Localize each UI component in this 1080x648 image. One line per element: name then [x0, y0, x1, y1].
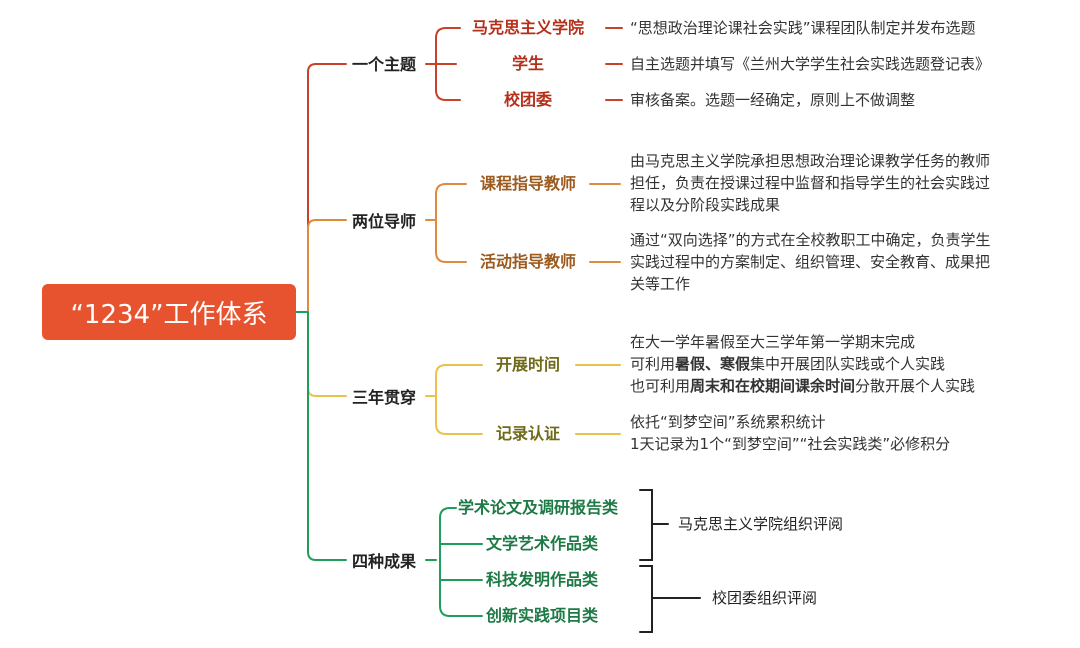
theme-item-marxism-school: 马克思主义学院 — [472, 18, 585, 37]
timing-desc-line2: 可利用暑假、寒假集中开展团队实践或个人实践 — [630, 353, 945, 375]
root-to-outcomes-line — [307, 311, 347, 561]
branch-outcomes-label: 四种成果 — [352, 552, 417, 571]
timing-desc-line3-seg0: 也可利用 — [630, 377, 691, 395]
mentors-bracket-line — [435, 183, 447, 263]
outcome-item-papers: 学术论文及调研报告类 — [458, 498, 619, 517]
three-years-bracket-line — [435, 364, 447, 435]
theme-desc-youth-league: 审核备案。选题一经确定，原则上不做调整 — [630, 91, 916, 109]
theme-item-youth-league: 校团委 — [504, 90, 553, 109]
record-desc-line2: 1天记录为1个“到梦空间”“社会实践类”必修积分 — [630, 435, 951, 453]
timing-desc-line3-seg2: 分散开展个人实践 — [855, 377, 976, 395]
timing-desc-line1: 在大一学年暑假至大三学年第一学期末完成 — [630, 331, 915, 353]
theme-desc-marxism-school: “思想政治理论课社会实践”课程团队制定并发布选题 — [630, 19, 976, 37]
root-node: “1234”工作体系 — [42, 284, 296, 340]
three-years-item-record: 记录认证 — [496, 424, 561, 443]
outcome-item-literature-art: 文学艺术作品类 — [486, 534, 599, 553]
three-years-item-timing: 开展时间 — [496, 355, 561, 374]
timing-desc-line1-seg0: 在大一学年暑假至大三学年第一学期末完成 — [630, 333, 916, 351]
timing-desc-line2-seg2: 集中开展团队实践或个人实践 — [750, 355, 946, 373]
root-to-three-years-line — [307, 311, 347, 397]
root-to-theme-line — [307, 63, 347, 313]
mentor-activity-desc-line2: 实践过程中的方案制定、组织管理、安全教育、成果把 — [630, 253, 991, 271]
branch-theme-label: 一个主题 — [352, 55, 417, 74]
outcome-item-innovation-project: 创新实践项目类 — [486, 606, 599, 625]
evaluator-bracket-top — [639, 489, 653, 561]
evaluator-youth-league: 校团委组织评阅 — [712, 589, 818, 607]
outcome-item-tech-invention: 科技发明作品类 — [486, 570, 599, 589]
record-desc-line1: 依托“到梦空间”系统累积统计 — [630, 413, 826, 431]
mentor-activity-desc-line3: 关等工作 — [630, 275, 691, 293]
theme-item-students: 学生 — [512, 54, 545, 73]
root-to-mentors-line — [307, 219, 347, 313]
evaluator-bracket-bottom — [639, 565, 653, 633]
mentor-activity-desc-line1: 通过“双向选择”的方式在全校教职工中确定，负责学生 — [630, 231, 991, 249]
timing-desc-line2-seg0: 可利用 — [630, 355, 676, 373]
mentor-course-desc-line3: 程以及分阶段实践成果 — [630, 196, 781, 214]
mentor-course-desc-line2: 担任，负责在授课过程中监督和指导学生的社会实践过 — [630, 174, 991, 192]
root-label: “1234”工作体系 — [70, 299, 268, 330]
timing-desc-line3: 也可利用周末和在校期间课余时间分散开展个人实践 — [630, 375, 975, 397]
branch-mentors-label: 两位导师 — [352, 212, 417, 231]
branch-three-years-label: 三年贯穿 — [352, 388, 417, 407]
evaluator-marxism-school: 马克思主义学院组织评阅 — [678, 515, 844, 533]
timing-desc-line3-seg1: 周末和在校期间课余时间 — [690, 377, 856, 395]
mentor-item-course: 课程指导教师 — [480, 174, 577, 193]
theme-desc-students: 自主选题并填写《兰州大学学生社会实践选题登记表》 — [630, 55, 991, 73]
mentor-course-desc-line1: 由马克思主义学院承担思想政治理论课教学任务的教师 — [630, 152, 991, 170]
timing-desc-line2-seg1: 暑假、寒假 — [675, 355, 751, 373]
outcomes-bracket-line — [439, 507, 451, 617]
mentor-item-activity: 活动指导教师 — [480, 252, 577, 271]
